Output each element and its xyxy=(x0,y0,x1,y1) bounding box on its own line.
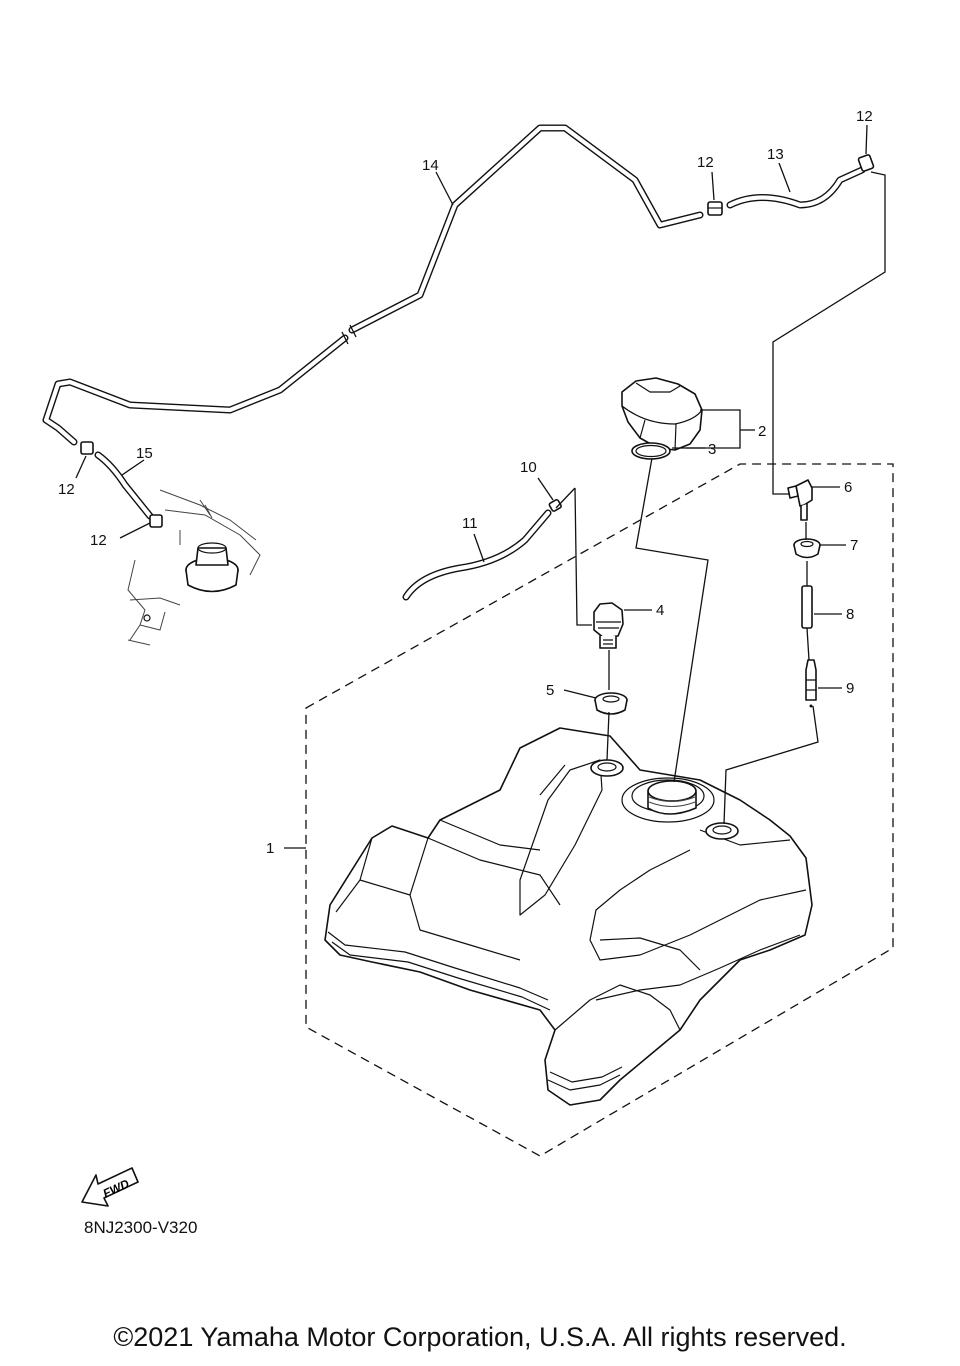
cap-gasket xyxy=(631,442,671,460)
copyright-notice: ©2021 Yamaha Motor Corporation, U.S.A. A… xyxy=(113,1322,847,1352)
callout-labels: 1 2 3 4 5 6 7 8 9 10 11 12 12 12 12 13 1… xyxy=(58,108,873,857)
forward-direction-arrow-icon: FWD xyxy=(81,1167,139,1207)
callout-12-top-middle: 12 xyxy=(697,154,714,171)
hose-clip-12d xyxy=(149,514,163,528)
leader-lines xyxy=(75,124,868,849)
fuel-cap xyxy=(621,377,703,451)
callout-15: 15 xyxy=(136,445,153,462)
hose-11 xyxy=(402,509,552,601)
breather-joint xyxy=(805,659,817,708)
callout-14: 14 xyxy=(422,157,439,174)
callout-7: 7 xyxy=(850,537,858,554)
fuel-sender-unit xyxy=(593,602,624,649)
hose-15 xyxy=(94,451,154,520)
callout-2: 2 xyxy=(758,423,766,440)
callout-6: 6 xyxy=(844,479,852,496)
hose-clip-12b xyxy=(857,154,875,172)
breather-pipe xyxy=(801,585,813,629)
callout-4: 4 xyxy=(656,602,664,619)
hose-clip-12a xyxy=(707,201,723,216)
breather-hose-14 xyxy=(42,124,704,446)
breather-grommet xyxy=(793,538,821,559)
callout-3: 3 xyxy=(708,441,716,458)
carburetor-mount-detail xyxy=(127,489,261,646)
breather-elbow-fitting xyxy=(787,479,813,521)
tank-assembly-boundary xyxy=(305,463,894,1157)
sender-grommet xyxy=(594,692,628,715)
callout-5: 5 xyxy=(546,682,554,699)
hose-clip-10 xyxy=(548,498,562,512)
callout-12-left-upper: 12 xyxy=(58,481,75,498)
connection-lines xyxy=(555,171,886,825)
hose-clip-12c xyxy=(80,441,94,455)
callout-8: 8 xyxy=(846,606,854,623)
fuel-tank xyxy=(324,727,813,1106)
callout-1: 1 xyxy=(266,840,274,857)
callout-12-left-lower: 12 xyxy=(90,532,107,549)
callout-10: 10 xyxy=(520,459,537,476)
diagram-reference-code: 8NJ2300-V320 xyxy=(84,1218,198,1237)
callout-13: 13 xyxy=(767,146,784,163)
callout-9: 9 xyxy=(846,680,854,697)
callout-12-top-right: 12 xyxy=(856,108,873,125)
hose-13 xyxy=(726,166,866,209)
callout-11: 11 xyxy=(462,515,478,532)
